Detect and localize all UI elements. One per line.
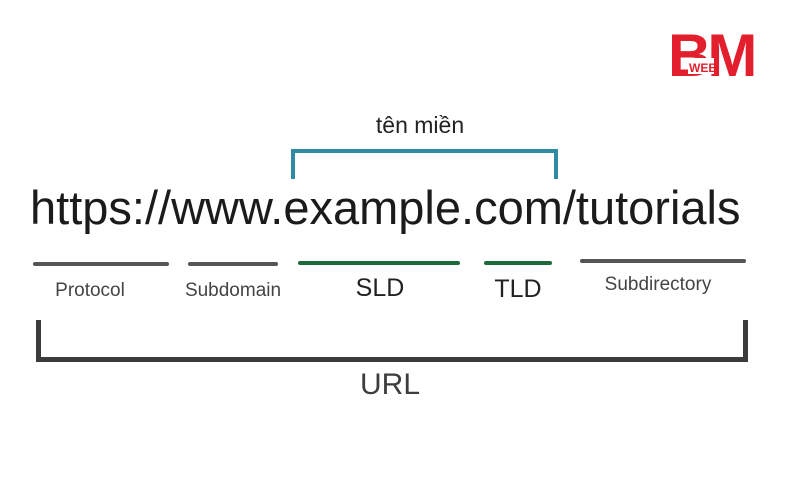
url-bracket — [36, 320, 748, 362]
tld-label: TLD — [494, 275, 542, 303]
sld-label: SLD — [355, 274, 405, 302]
sld-underline — [298, 261, 460, 265]
domain-label: tên miền — [375, 112, 465, 138]
subdirectory-underline — [580, 259, 746, 263]
tld-underline — [484, 261, 552, 265]
url-text: https://www.example.com/tutorials — [30, 181, 741, 234]
bmweb-logo: BM WEB — [668, 22, 772, 89]
subdomain-underline — [188, 262, 278, 266]
logo-main-text: BM — [668, 24, 753, 82]
protocol-label: Protocol — [55, 280, 125, 301]
subdirectory-label: Subdirectory — [604, 274, 712, 295]
protocol-underline — [33, 262, 169, 266]
logo-sub-text: WEB — [689, 61, 717, 75]
url-label: URL — [359, 368, 420, 401]
subdomain-label: Subdomain — [184, 280, 282, 301]
domain-bracket — [291, 149, 558, 179]
